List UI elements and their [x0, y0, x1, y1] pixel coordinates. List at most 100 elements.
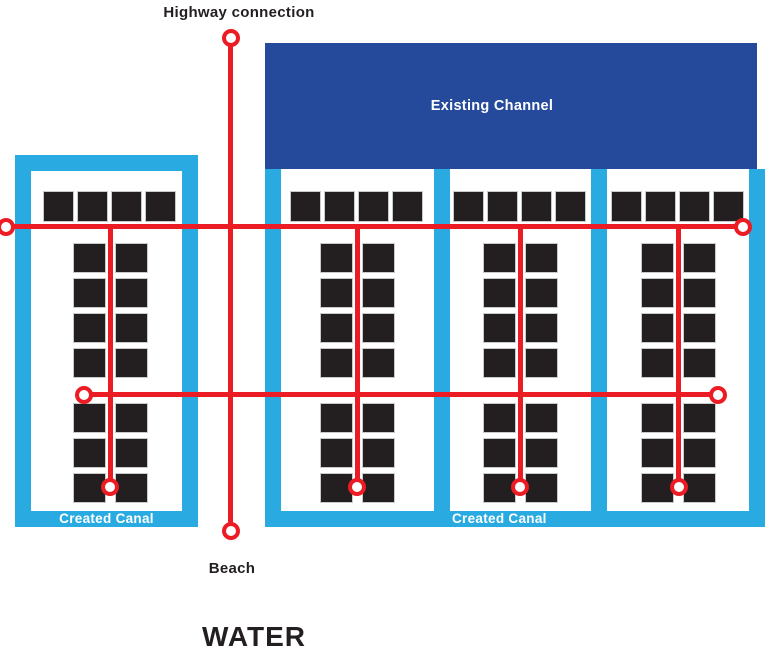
- building-square: [324, 191, 355, 222]
- building-square: [483, 438, 516, 468]
- building-square: [362, 278, 395, 308]
- road-node-north-west: [0, 218, 15, 236]
- building-square: [73, 473, 106, 503]
- road-cross-north: [0, 224, 744, 229]
- building-square: [483, 473, 516, 503]
- building-square: [320, 348, 353, 378]
- building-square: [115, 243, 148, 273]
- building-column: [320, 243, 353, 503]
- building-columns: [73, 243, 148, 503]
- road-cross-south: [84, 392, 719, 397]
- canal-divider-bar: [591, 169, 607, 527]
- building-columns: [320, 243, 395, 503]
- building-square: [483, 403, 516, 433]
- building-square: [290, 191, 321, 222]
- building-square: [145, 191, 176, 222]
- building-square: [362, 313, 395, 343]
- road-node-block-3: [511, 478, 529, 496]
- road-block-3: [518, 226, 523, 487]
- building-square: [362, 438, 395, 468]
- building-square: [483, 278, 516, 308]
- building-square: [73, 438, 106, 468]
- building-square: [73, 403, 106, 433]
- diagram-title: WATER: [202, 621, 307, 652]
- road-block-west: [108, 226, 113, 487]
- building-column: [115, 243, 148, 503]
- building-square: [77, 191, 108, 222]
- building-square: [362, 403, 395, 433]
- building-columns: [483, 243, 558, 503]
- road-node-block-west: [101, 478, 119, 496]
- building-square: [362, 348, 395, 378]
- building-square: [483, 243, 516, 273]
- building-square: [611, 191, 642, 222]
- building-square: [392, 191, 423, 222]
- building-square: [320, 313, 353, 343]
- building-square: [525, 313, 558, 343]
- building-square: [683, 403, 716, 433]
- created-canal-label-east: Created Canal: [452, 511, 547, 526]
- canal-divider-bar: [434, 169, 450, 527]
- building-square: [525, 438, 558, 468]
- building-square: [111, 191, 142, 222]
- building-square: [115, 313, 148, 343]
- existing-channel: Existing Channel: [265, 43, 757, 169]
- building-square: [683, 438, 716, 468]
- road-node-south-west: [75, 386, 93, 404]
- building-square: [525, 278, 558, 308]
- building-square: [362, 243, 395, 273]
- building-square: [555, 191, 586, 222]
- building-square: [713, 191, 744, 222]
- created-canal-label-west: Created Canal: [59, 511, 154, 526]
- building-square: [683, 313, 716, 343]
- building-square: [320, 438, 353, 468]
- road-block-east: [676, 226, 681, 487]
- building-square: [641, 438, 674, 468]
- building-square: [115, 348, 148, 378]
- building-square: [115, 278, 148, 308]
- building-row: [453, 191, 586, 222]
- building-columns: [641, 243, 716, 503]
- building-square: [683, 473, 716, 503]
- road-highway: [228, 38, 233, 531]
- canal-bottom-bar: [265, 511, 765, 527]
- road-node-block-east: [670, 478, 688, 496]
- beach-label: Beach: [208, 560, 256, 577]
- building-column: [362, 243, 395, 503]
- building-column: [641, 243, 674, 503]
- building-square: [683, 278, 716, 308]
- building-row: [43, 191, 176, 222]
- building-square: [641, 403, 674, 433]
- building-square: [320, 403, 353, 433]
- building-square: [73, 348, 106, 378]
- building-square: [525, 348, 558, 378]
- building-square: [320, 278, 353, 308]
- building-square: [43, 191, 74, 222]
- building-square: [358, 191, 389, 222]
- canal-edge-bar: [265, 169, 281, 527]
- building-square: [483, 348, 516, 378]
- building-square: [645, 191, 676, 222]
- building-square: [641, 313, 674, 343]
- building-row: [611, 191, 744, 222]
- building-column: [73, 243, 106, 503]
- building-square: [320, 243, 353, 273]
- building-column: [525, 243, 558, 503]
- road-node-highway-top: [222, 29, 240, 47]
- building-square: [521, 191, 552, 222]
- building-square: [73, 243, 106, 273]
- building-square: [115, 438, 148, 468]
- road-node-highway-beach: [222, 522, 240, 540]
- building-square: [320, 473, 353, 503]
- road-node-south-east: [709, 386, 727, 404]
- building-square: [679, 191, 710, 222]
- building-square: [73, 313, 106, 343]
- road-block-2: [355, 226, 360, 487]
- highway-connection-label: Highway connection: [163, 4, 315, 21]
- building-row: [290, 191, 423, 222]
- building-square: [525, 243, 558, 273]
- building-square: [641, 243, 674, 273]
- building-square: [683, 348, 716, 378]
- building-square: [115, 473, 148, 503]
